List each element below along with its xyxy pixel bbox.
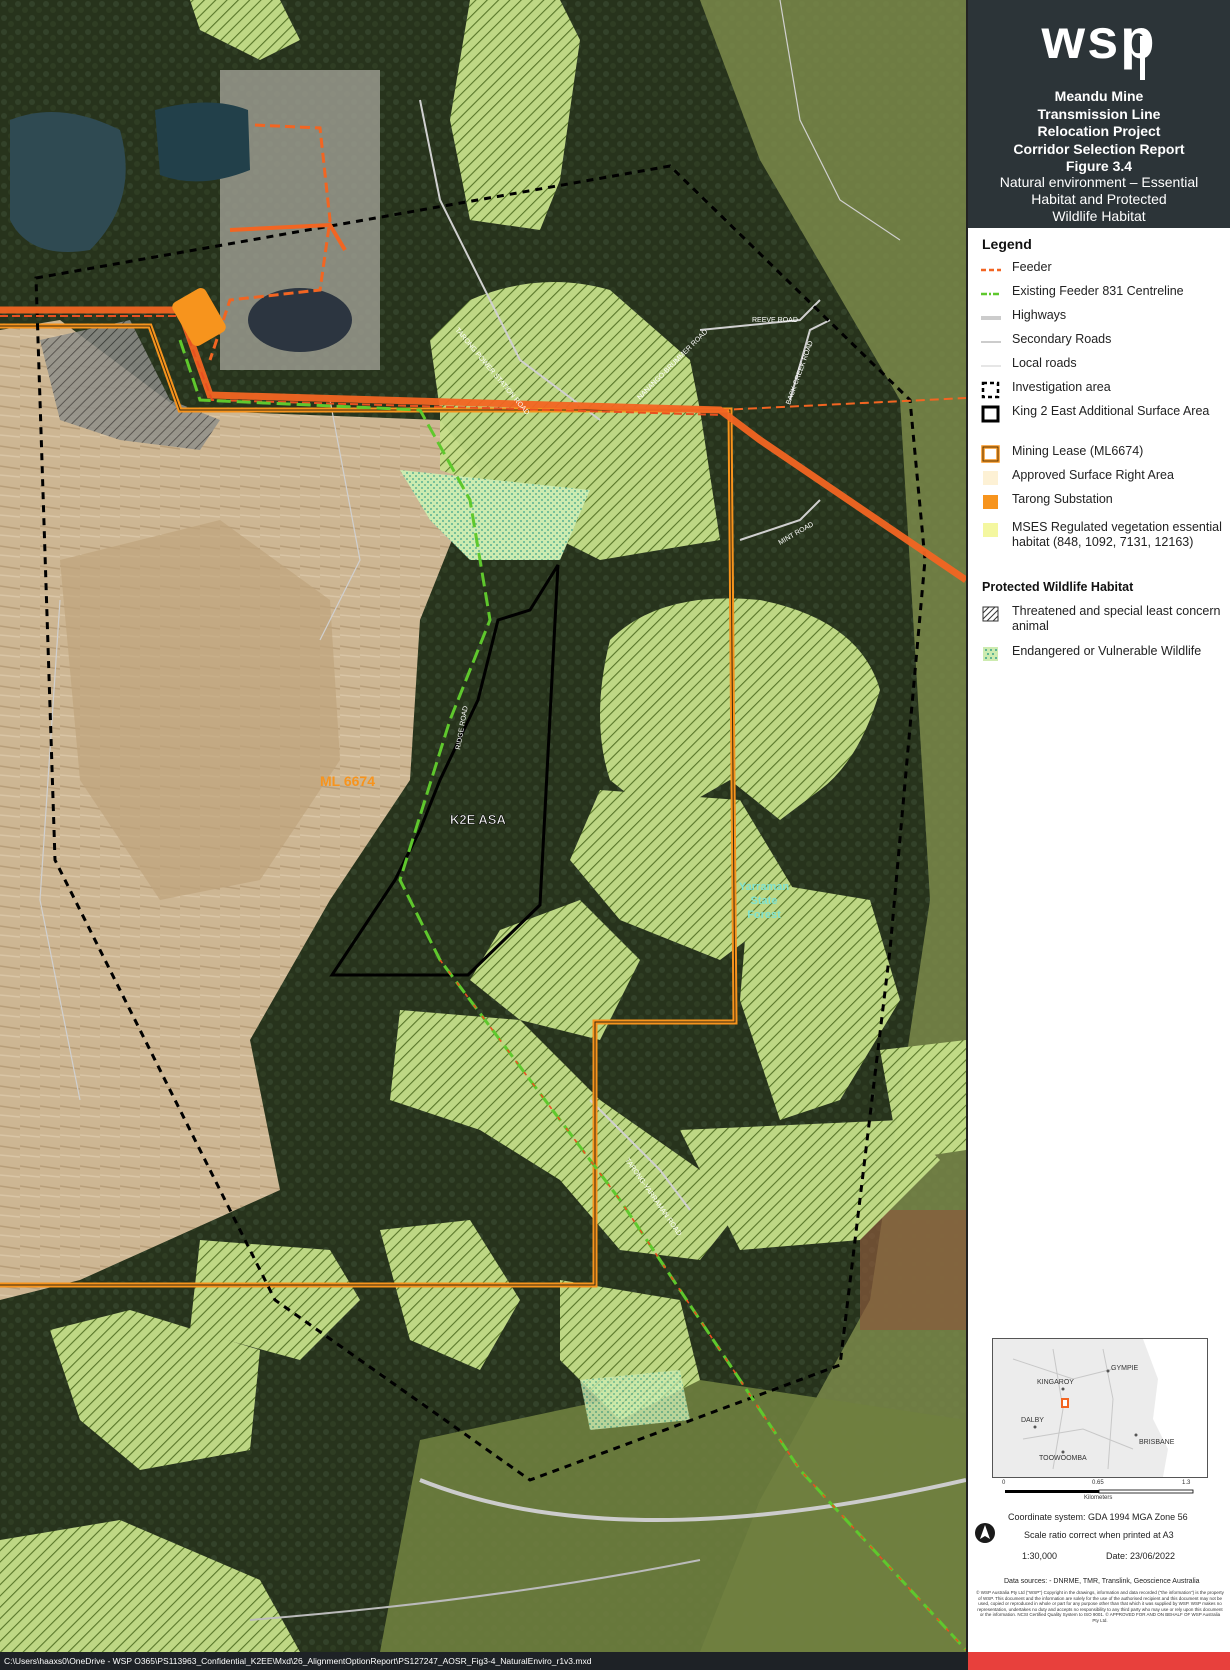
inset-town-brisbane: BRISBANE	[1139, 1439, 1175, 1446]
scale-bar: 0 0.65 1.3 Kilometers	[1002, 1480, 1194, 1502]
footer-accent-bar	[968, 1652, 1230, 1670]
k2e-label: K2E ASA	[450, 812, 506, 827]
k2e-boundary-icon	[981, 405, 1000, 423]
data-sources: Data sources: - DNRME, TMR, Translink, G…	[1004, 1578, 1200, 1585]
map-view[interactable]: ML 6674 K2E ASA Yarraman State Forest RI…	[0, 0, 966, 1652]
substation-icon	[983, 495, 998, 509]
endangered-wildlife	[400, 470, 590, 560]
inset-town-dalby: DALBY	[1021, 1417, 1044, 1424]
surface-right-icon	[983, 471, 998, 485]
legend-heading: Legend	[982, 236, 1032, 252]
file-path-bar: C:\Users\haaxs0\OneDrive - WSP O365\PS11…	[0, 1652, 966, 1670]
copyright-notice: © WSP Australia Pty Ltd ("WSP") Copyrigh…	[976, 1590, 1224, 1623]
endangered-wildlife-2	[580, 1370, 690, 1430]
title-block: wsp Meandu Mine Transmission Line Reloca…	[968, 0, 1230, 228]
k2e-asa-boundary	[329, 564, 560, 977]
existing-feeder-line-icon	[981, 292, 1001, 296]
inset-town-toowoomba: TOOWOOMBA	[1039, 1455, 1087, 1462]
title-heading: Meandu Mine Transmission Line Relocation…	[1013, 88, 1185, 174]
side-panel: wsp Meandu Mine Transmission Line Reloca…	[966, 0, 1230, 1670]
map-canvas: ML 6674 K2E ASA Yarraman State Forest RI…	[0, 0, 966, 1652]
mine-pit-inner	[60, 520, 340, 900]
roads	[39, 0, 966, 1621]
feeder-lines	[0, 123, 966, 583]
endangered-dots-icon	[983, 647, 998, 661]
existing-feeder-centreline	[178, 339, 966, 1652]
reservoir-north	[155, 102, 250, 182]
scale-ratio-note: Scale ratio correct when printed at A3	[1024, 1530, 1174, 1540]
investigation-area-boundary	[34, 164, 927, 1482]
protected-wildlife-heading: Protected Wildlife Habitat	[982, 580, 1134, 594]
inset-map-graphic	[993, 1339, 1207, 1477]
north-arrow-icon	[975, 1523, 995, 1543]
threatened-habitat	[40, 320, 220, 450]
inset-town-kingaroy: KINGAROY	[1037, 1379, 1074, 1386]
mses-habitat	[0, 0, 966, 1652]
mses-habitat-icon	[983, 523, 998, 537]
ml-label: ML 6674	[320, 773, 375, 789]
forest-label-3: Forest	[747, 909, 781, 921]
scale-ratio: 1:30,000	[1022, 1551, 1058, 1561]
forest-label-1: Yarraman	[739, 881, 789, 893]
farmland-south	[380, 1380, 966, 1652]
svg-text:wsp: wsp	[1041, 10, 1157, 70]
title-subheading: Natural environment – Essential Habitat …	[999, 174, 1199, 224]
forest-label-2: State	[751, 895, 778, 907]
reservoir-west	[10, 112, 126, 252]
inset-locator-map: GYMPIE KINGAROY DALBY BRISBANE TOOWOOMBA	[992, 1338, 1208, 1478]
map-date: Date: 23/06/2022	[1106, 1551, 1176, 1561]
ash-pond	[248, 288, 352, 352]
secondary-road-line-icon	[981, 341, 1001, 343]
feeder-line-icon	[981, 268, 1001, 272]
local-road-line-icon	[981, 365, 1001, 367]
inset-town-gympie: GYMPIE	[1111, 1365, 1139, 1372]
reeve-road-label: REEVE ROAD	[752, 317, 798, 324]
investigation-area-icon	[981, 381, 1000, 399]
wsp-logo: wsp	[1041, 10, 1157, 80]
mining-lease-icon	[981, 445, 1000, 463]
highway-line-icon	[981, 316, 1001, 320]
tarong-substation	[172, 288, 226, 346]
red-paddock	[860, 1210, 966, 1330]
scale-bar-graphic	[1005, 1489, 1194, 1494]
threatened-hatch-icon	[982, 606, 999, 622]
coordinate-system: Coordinate system: GDA 1994 MGA Zone 56	[1008, 1512, 1188, 1522]
